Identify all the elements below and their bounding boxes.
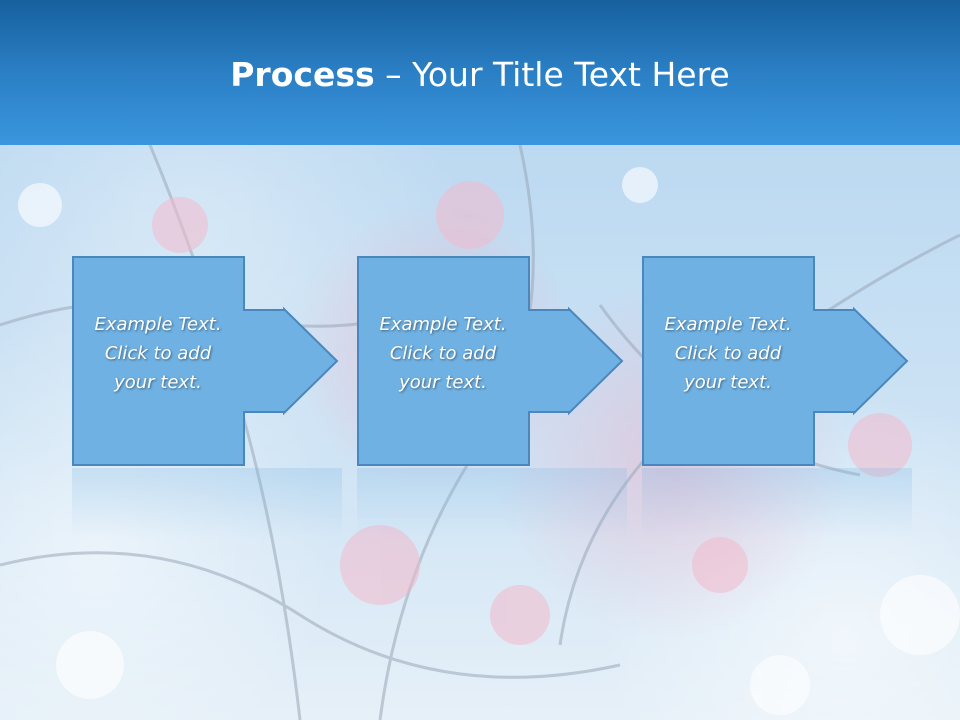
process-step-2[interactable]: Example Text. Click to add your text. xyxy=(357,256,627,466)
step-2-line-2: Click to add xyxy=(389,343,497,364)
step-arrow-shape xyxy=(642,256,909,466)
step-arrow-shape xyxy=(357,256,624,466)
step-arrow-shape xyxy=(72,256,339,466)
title-bold-part: Process xyxy=(230,55,375,94)
step-2-line-3: your text. xyxy=(399,372,487,393)
slide-title[interactable]: Process – Your Title Text Here xyxy=(0,52,960,98)
title-regular-part: – Your Title Text Here xyxy=(374,55,730,94)
step-3-line-1: Example Text. xyxy=(664,314,792,335)
step-1-reflection xyxy=(72,468,342,538)
step-3-text[interactable]: Example Text. Click to add your text. xyxy=(642,310,814,397)
step-2-line-1: Example Text. xyxy=(379,314,507,335)
process-step-3[interactable]: Example Text. Click to add your text. xyxy=(642,256,912,466)
step-1-line-1: Example Text. xyxy=(94,314,222,335)
step-2-text[interactable]: Example Text. Click to add your text. xyxy=(357,310,529,397)
step-1-text[interactable]: Example Text. Click to add your text. xyxy=(72,310,244,397)
step-1-line-2: Click to add xyxy=(104,343,212,364)
step-1-line-3: your text. xyxy=(114,372,202,393)
title-bar: Process – Your Title Text Here xyxy=(0,0,960,145)
step-3-line-2: Click to add xyxy=(674,343,782,364)
step-2-reflection xyxy=(357,468,627,538)
step-3-line-3: your text. xyxy=(684,372,772,393)
step-3-reflection xyxy=(642,468,912,538)
process-step-1[interactable]: Example Text. Click to add your text. xyxy=(72,256,342,466)
